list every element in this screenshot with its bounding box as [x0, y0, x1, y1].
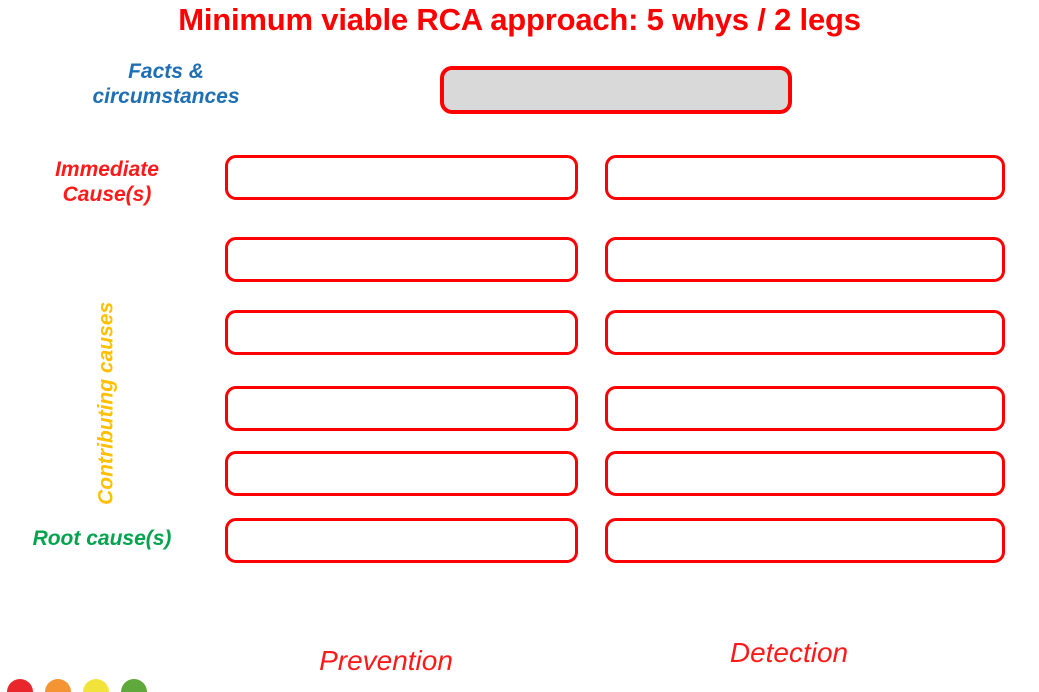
- prevention-box-2[interactable]: [225, 237, 578, 282]
- detection-box-2[interactable]: [605, 237, 1005, 282]
- label-contributing-causes: Contributing causes: [94, 301, 118, 505]
- dot-yellow-icon: [83, 679, 109, 692]
- label-facts-line2: circumstances: [92, 84, 240, 108]
- prevention-box-6[interactable]: [225, 518, 578, 563]
- prevention-box-1[interactable]: [225, 155, 578, 200]
- dot-orange-icon: [45, 679, 71, 692]
- dot-red-icon: [7, 679, 33, 692]
- detection-box-6[interactable]: [605, 518, 1005, 563]
- label-facts-and-circumstances: Facts & circumstances: [48, 60, 284, 110]
- prevention-box-4[interactable]: [225, 386, 578, 431]
- dot-green-icon: [121, 679, 147, 692]
- detection-box-1[interactable]: [605, 155, 1005, 200]
- detection-box-5[interactable]: [605, 451, 1005, 496]
- detection-box-4[interactable]: [605, 386, 1005, 431]
- column-footer-detection: Detection: [729, 637, 849, 668]
- label-immediate-line1: Immediate: [55, 158, 159, 181]
- facts-and-circumstances-box[interactable]: [440, 66, 792, 114]
- detection-box-3[interactable]: [605, 310, 1005, 355]
- prevention-box-3[interactable]: [225, 310, 578, 355]
- page-title: Minimum viable RCA approach: 5 whys / 2 …: [178, 2, 861, 37]
- prevention-box-5[interactable]: [225, 451, 578, 496]
- label-immediate-line2: Cause(s): [62, 182, 152, 206]
- label-root-causes: Root cause(s): [32, 527, 172, 550]
- label-immediate-causes: Immediate Cause(s): [14, 158, 200, 208]
- column-footer-prevention: Prevention: [319, 645, 453, 676]
- label-facts-line1: Facts &: [128, 60, 204, 83]
